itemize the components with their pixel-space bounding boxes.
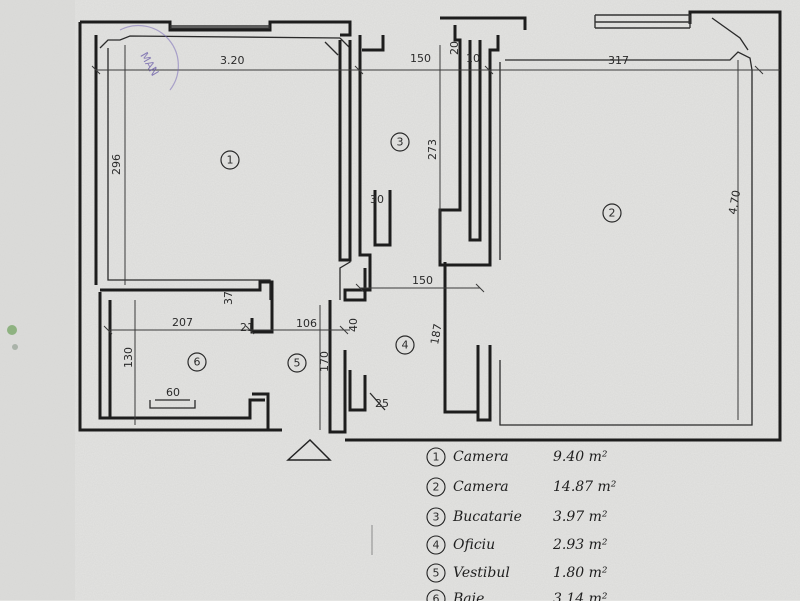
punch-hole	[7, 325, 17, 335]
dim-37: 37	[222, 291, 235, 305]
dim-273: 273	[426, 139, 439, 160]
dim-130: 130	[122, 347, 135, 368]
legend-room-area: 9.40 m²	[553, 449, 608, 465]
legend-row: 4 Oficiu 2.93 m²	[425, 533, 655, 555]
dim-317: 317	[608, 54, 629, 67]
legend-number-circle: 6	[425, 588, 447, 601]
svg-text:4: 4	[433, 539, 440, 552]
svg-text:5: 5	[433, 567, 440, 580]
legend-number-circle: 3	[425, 506, 447, 528]
legend-room-name: Bucatarie	[453, 509, 522, 525]
legend-number-circle: 5	[425, 562, 447, 584]
legend-room-name: Camera	[453, 479, 509, 495]
dim-30: 30	[370, 193, 384, 206]
dim-106: 106	[296, 317, 317, 330]
dim-10: 10	[466, 52, 480, 65]
legend-room-name: Oficiu	[453, 537, 495, 553]
legend-row: 5 Vestibul 1.80 m²	[425, 561, 655, 583]
legend-room-area: 3.97 m²	[553, 509, 608, 525]
legend-number-circle: 1	[425, 446, 447, 468]
legend-room-name: Vestibul	[453, 565, 510, 581]
dim-60: 60	[166, 386, 180, 399]
dim-150-top: 150	[410, 52, 431, 65]
legend-row: 1 Camera 9.40 m²	[425, 445, 655, 467]
legend-number-circle: 2	[425, 476, 447, 498]
dim-20: 20	[448, 41, 461, 55]
room-marker-3: 3	[397, 136, 404, 149]
svg-text:3: 3	[433, 511, 440, 524]
room-marker-6: 6	[194, 356, 201, 369]
room-marker-5: 5	[294, 357, 301, 370]
svg-text:2: 2	[433, 481, 440, 494]
dim-40: 40	[347, 318, 360, 332]
legend-room-area: 1.80 m²	[553, 565, 608, 581]
legend-room-name: Camera	[453, 449, 509, 465]
room-marker-1: 1	[227, 154, 234, 167]
room-marker-4: 4	[402, 339, 409, 352]
svg-text:1: 1	[433, 451, 440, 464]
dim-170: 170	[318, 351, 331, 372]
legend-row: 2 Camera 14.87 m²	[425, 475, 655, 497]
room-marker-2: 2	[609, 207, 616, 220]
dim-207: 207	[172, 316, 193, 329]
dim-21: 21	[240, 321, 254, 334]
legend-room-area: 2.93 m²	[553, 537, 608, 553]
punch-hole	[12, 344, 18, 350]
legend-number-circle: 4	[425, 534, 447, 556]
legend-room-area: 14.87 m²	[553, 479, 616, 495]
dim-25: 25	[375, 397, 389, 410]
dim-150-mid: 150	[412, 274, 433, 287]
legend-row: 3 Bucatarie 3.97 m²	[425, 505, 655, 527]
dim-296: 296	[110, 154, 123, 175]
legend-row: 6 Baie 3.14 m²	[425, 587, 655, 601]
dim-320: 3.20	[220, 54, 245, 67]
